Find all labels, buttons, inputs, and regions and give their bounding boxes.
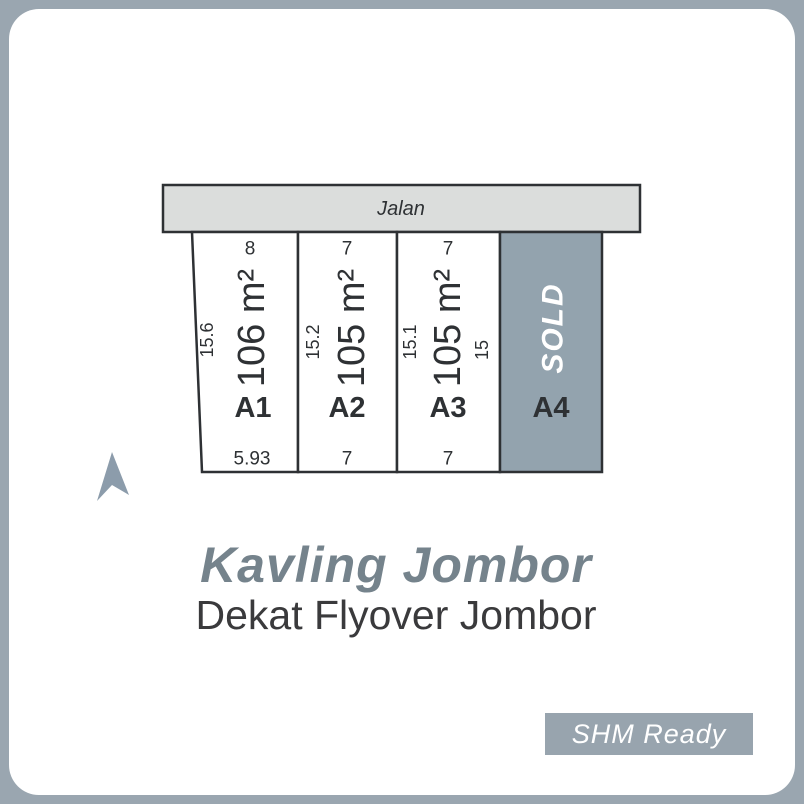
plot-A4-dim-left: 15 (472, 340, 492, 360)
plot-A1: 8 106 m² 15.6 A1 5.93 (190, 230, 300, 474)
north-arrow-icon (97, 452, 129, 501)
plot-A3: 7 105 m² 15.1 A3 7 (395, 230, 502, 474)
plot-A1-id: A1 (234, 392, 271, 424)
shm-ready-badge-label: SHM Ready (571, 718, 727, 749)
plot-A2-id: A2 (328, 392, 365, 424)
road-label: Jalan (376, 198, 425, 220)
plot-A1-dim-top: 8 (245, 239, 256, 260)
plot-A3-area: 105 m² (427, 269, 469, 387)
plot-A4-outline (498, 230, 604, 474)
plot-A4-sold-label: SOLD (537, 282, 570, 373)
plot-A3-dim-top: 7 (443, 239, 454, 260)
plot-A2-dim-bottom: 7 (342, 449, 353, 470)
road-bar (161, 183, 642, 234)
plot-A1-dim-left: 15.6 (197, 322, 217, 357)
plot-A3-outline (395, 230, 502, 474)
plot-A2-dim-left: 15.2 (303, 324, 323, 359)
plot-A3-id: A3 (429, 392, 466, 424)
plot-A1-dim-bottom: 5.93 (234, 449, 271, 470)
shm-ready-badge: SHM Ready (545, 713, 753, 755)
plot-A4-id: A4 (532, 392, 569, 424)
plot-A2: 7 105 m² 15.2 A2 7 (296, 230, 399, 474)
plot-A2-dim-top: 7 (342, 239, 353, 260)
plot-A4: 15 SOLD A4 (472, 230, 604, 474)
plot-A3-dim-bottom: 7 (443, 449, 454, 470)
page-title: Kavling Jombor (200, 537, 592, 593)
plot-A2-area: 105 m² (331, 269, 373, 387)
plot-A3-dim-left: 15.1 (400, 324, 420, 359)
page-subtitle: Dekat Flyover Jombor (195, 592, 597, 638)
plot-A1-area: 106 m² (231, 269, 273, 387)
